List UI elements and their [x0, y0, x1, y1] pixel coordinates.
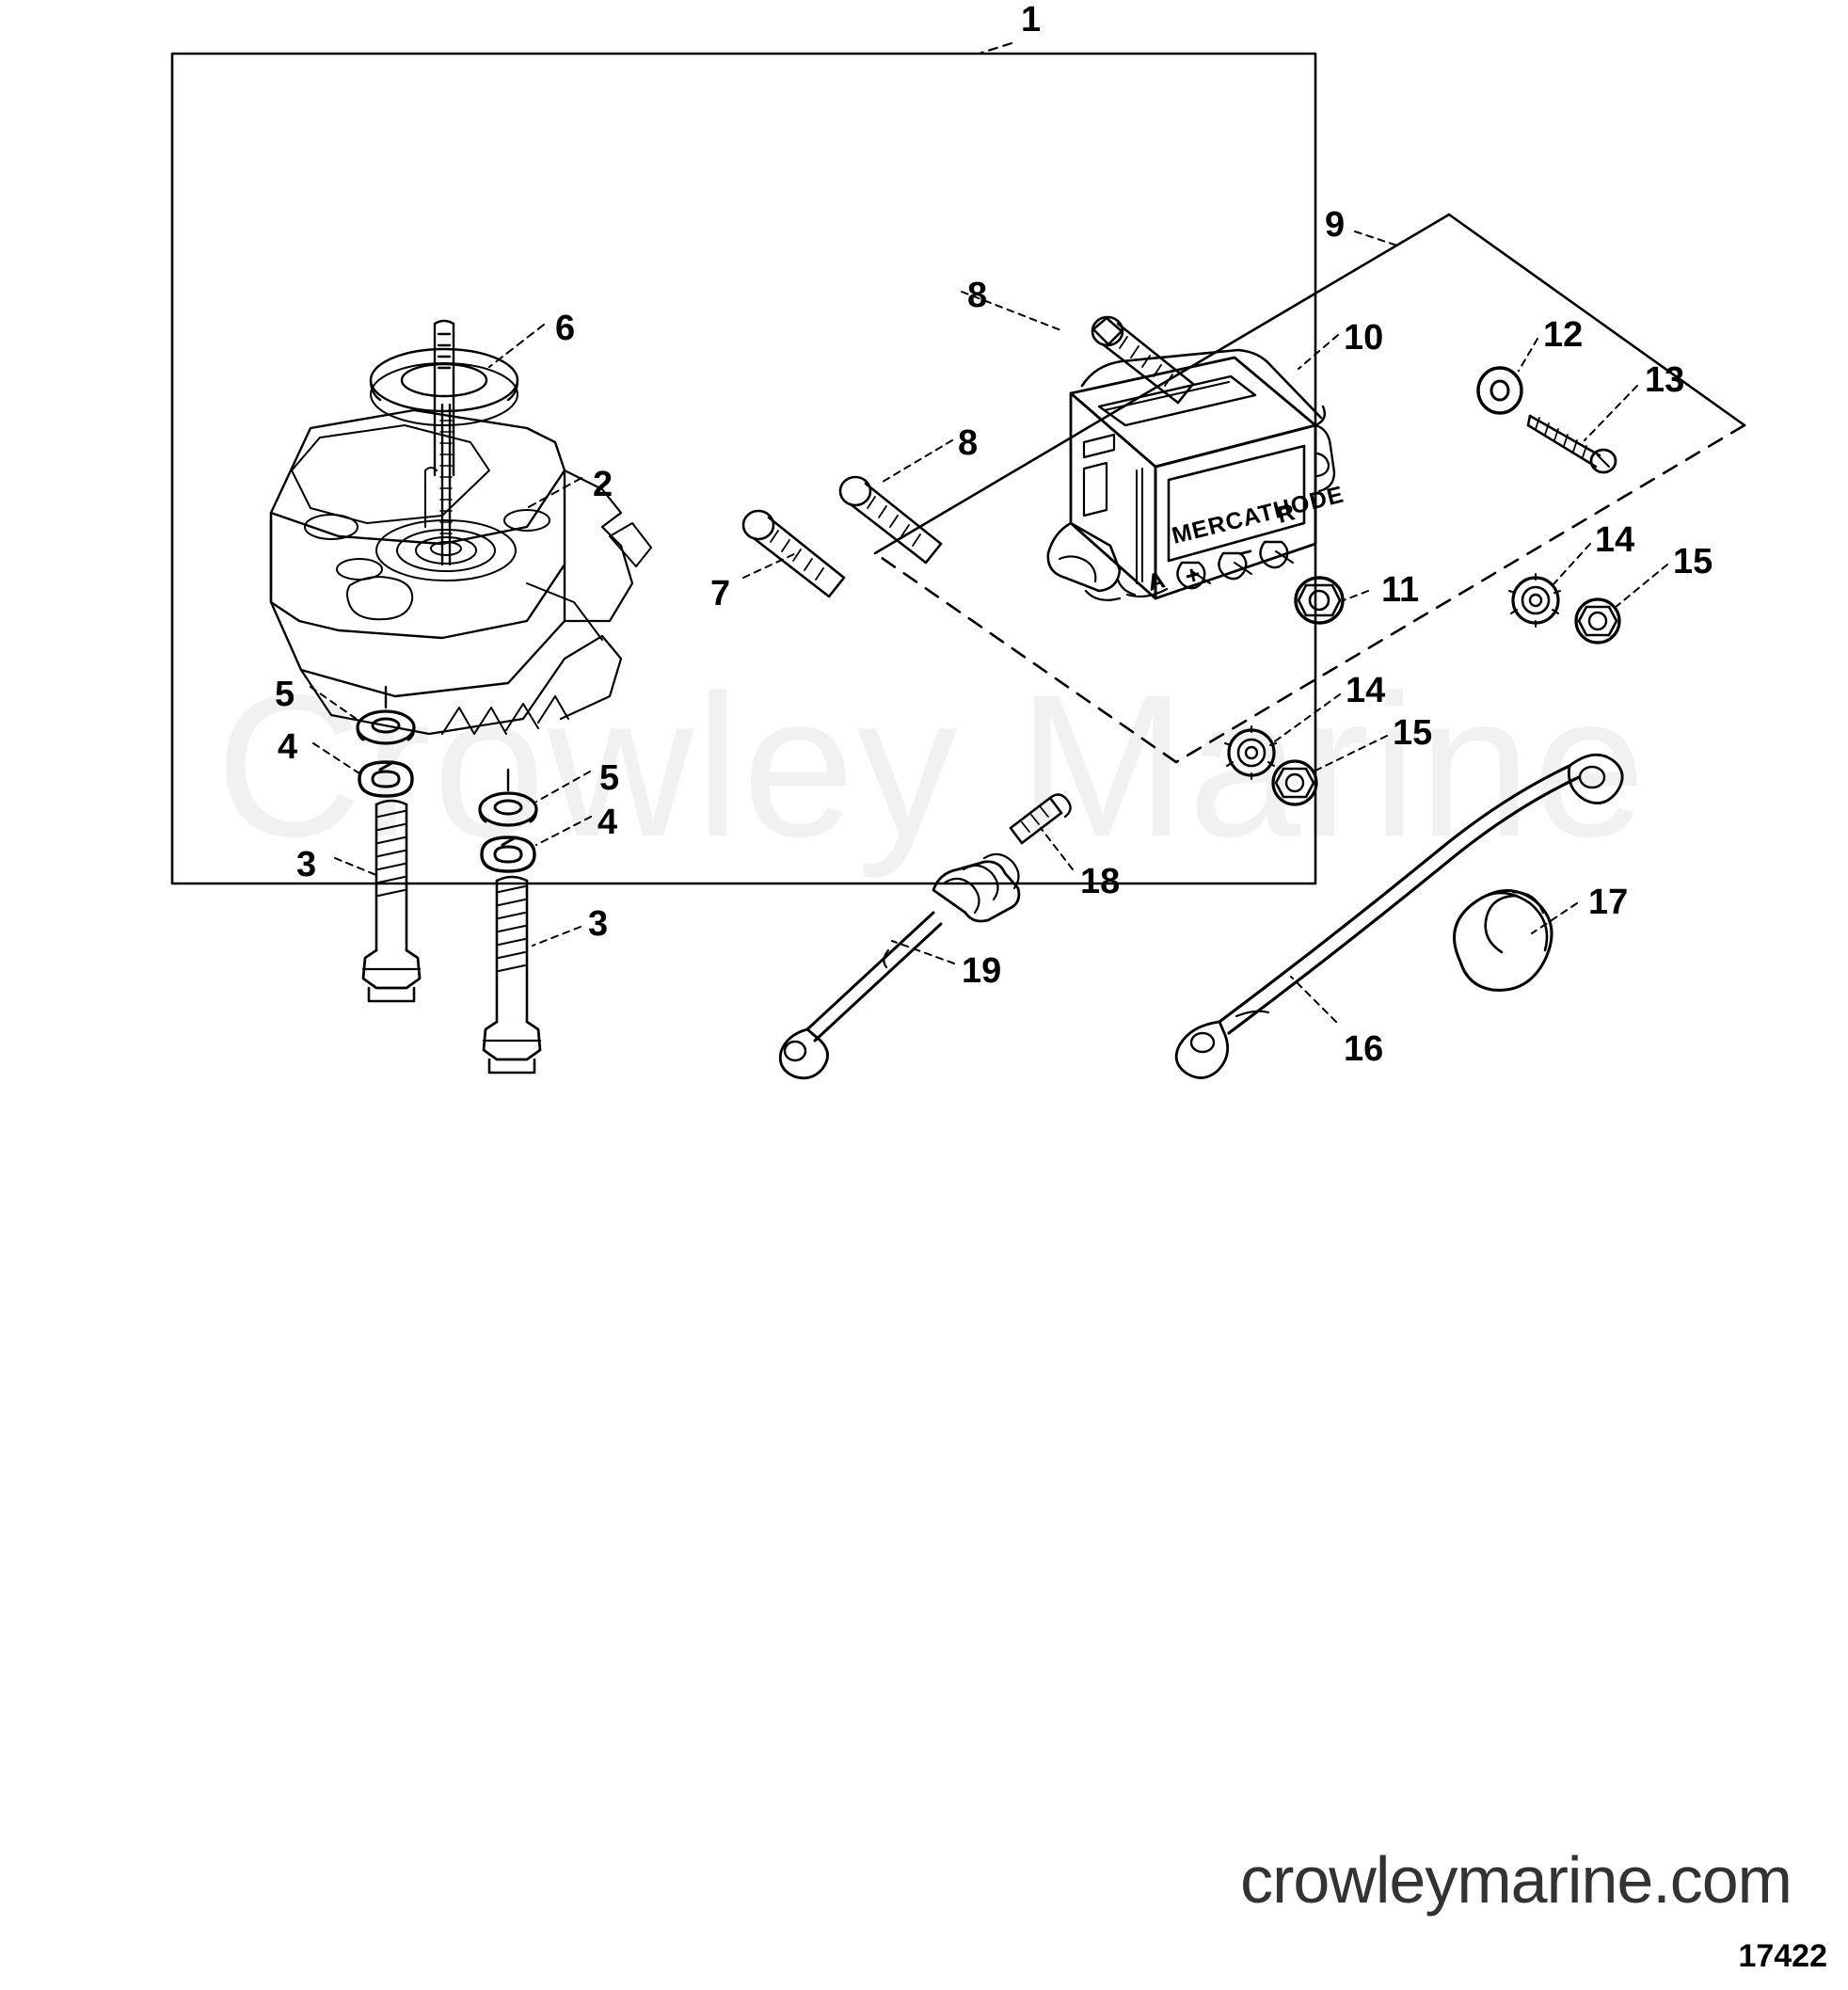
callout-leader-15b [1313, 735, 1388, 772]
part-13-tapping-screw [1526, 414, 1617, 474]
part-15b-nut [1271, 759, 1318, 806]
callout-label-8a: 8 [967, 276, 988, 315]
callout-label-1: 1 [1021, 0, 1042, 40]
callout-leader-17 [1531, 902, 1578, 934]
callout-label-16: 16 [1344, 1029, 1384, 1069]
callout-label-7: 7 [710, 574, 731, 613]
callout-label-14b: 14 [1346, 671, 1386, 710]
callout-leader-5a [310, 686, 358, 721]
controller-nameplate-text: MERCATHODE [1170, 481, 1347, 549]
part-8a-screw [1091, 315, 1195, 405]
callout-leader-4b [535, 816, 592, 846]
callout-label-15b: 15 [1393, 713, 1433, 753]
part-9-mounting-plate [873, 213, 1746, 764]
callout-label-15a: 15 [1673, 542, 1713, 581]
callout-leader-7 [742, 552, 797, 579]
callout-leader-8a [961, 291, 1064, 332]
callout-label-3a: 3 [296, 845, 317, 884]
callout-leader-2 [526, 477, 582, 509]
callout-label-3b: 3 [588, 904, 609, 944]
callout-label-9: 9 [1325, 205, 1346, 245]
callout-leader-5b [535, 771, 591, 803]
diagram-number: 17422 [1738, 1938, 1827, 1974]
callout-label-2: 2 [593, 465, 613, 504]
callout-leader-3a [334, 857, 377, 876]
part-6-o-ring [369, 347, 519, 426]
callout-leader-18 [1040, 827, 1074, 870]
callout-label-14a: 14 [1595, 520, 1635, 560]
part-10-controller-box [1046, 348, 1336, 601]
site-url: crowleymarine.com [1240, 1843, 1792, 1917]
callout-label-18: 18 [1080, 862, 1121, 901]
callout-leader-3b [532, 926, 581, 947]
diagram-border [170, 52, 1317, 885]
callout-leader-14b [1271, 693, 1341, 744]
part-11-nut [1294, 576, 1345, 625]
part-16-ground-cable [1174, 753, 1624, 1079]
part-12-washer [1476, 366, 1523, 415]
callout-leader-14a [1552, 543, 1591, 586]
part-14a-star-washer [1508, 573, 1561, 628]
callout-leader-6 [488, 324, 545, 368]
part-8b-screw [838, 475, 943, 565]
part-17-rubber-boot [1453, 889, 1553, 992]
part-4b-lock-washer [480, 836, 536, 873]
part-3b-bolt [482, 875, 542, 1075]
part-19-wire-assembly [778, 852, 1021, 1080]
part-electrode-post [433, 319, 455, 566]
callout-leader-19 [891, 940, 955, 964]
part-3a-bolt [361, 799, 422, 1003]
callout-leader-1 [980, 41, 1013, 55]
part-7-screw [741, 509, 846, 598]
callout-label-17: 17 [1588, 883, 1629, 922]
callout-leader-9 [1354, 231, 1401, 247]
callout-label-4b: 4 [597, 803, 618, 842]
svg-text:MERCATHODE: MERCATHODE [1170, 481, 1347, 549]
part-5b-flat-washer [478, 791, 538, 827]
part-15a-nut [1574, 597, 1621, 645]
callout-label-19: 19 [962, 951, 1002, 991]
callout-label-12: 12 [1543, 315, 1584, 355]
part-5a-flat-washer [356, 709, 416, 745]
part-18-stud [1009, 793, 1072, 845]
svg-text:+: + [1182, 560, 1203, 591]
callout-leader-10 [1298, 334, 1339, 370]
callout-label-8b: 8 [958, 423, 979, 463]
callout-label-13: 13 [1645, 360, 1685, 400]
callout-label-11: 11 [1381, 570, 1420, 610]
callout-label-4a: 4 [278, 727, 298, 767]
part-2-housing [269, 408, 652, 736]
callout-label-10: 10 [1344, 318, 1384, 358]
callout-leader-12 [1518, 338, 1538, 372]
part-4a-lock-washer [358, 760, 414, 798]
part-14b-star-washer [1224, 725, 1277, 780]
svg-text:–: – [1235, 535, 1255, 566]
callout-leader-11 [1343, 590, 1369, 601]
callout-label-5b: 5 [599, 758, 620, 798]
callout-label-5a: 5 [275, 675, 295, 714]
callout-leader-15a [1614, 564, 1668, 609]
callout-label-6: 6 [555, 309, 576, 348]
callout-leader-13 [1584, 385, 1638, 441]
callout-leader-8b [882, 439, 953, 483]
callout-leader-4a [312, 742, 360, 774]
callout-leader-16 [1290, 976, 1337, 1023]
